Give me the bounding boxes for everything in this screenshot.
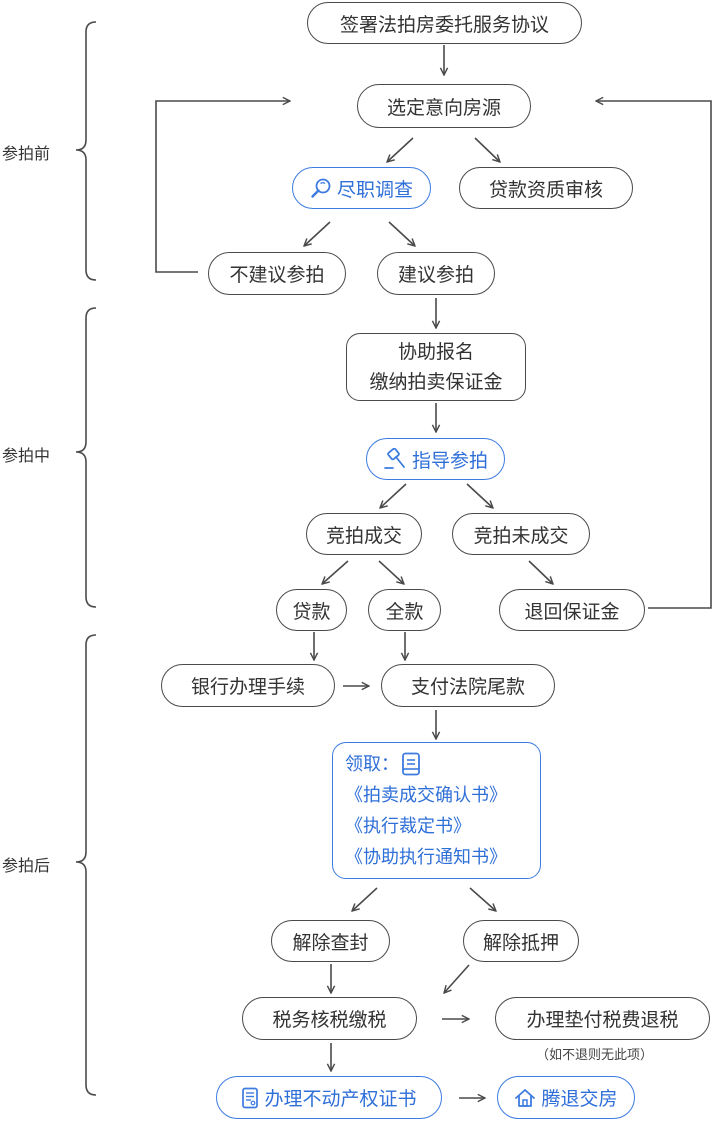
node-recommend: 建议参拍 bbox=[377, 252, 495, 295]
node-refund-deposit-label: 退回保证金 bbox=[524, 600, 620, 623]
node-unseal: 解除查封 bbox=[271, 920, 390, 962]
node-unseal-label: 解除查封 bbox=[292, 931, 369, 954]
node-not-recommend: 不建议参拍 bbox=[208, 252, 346, 295]
phase-label-after: 参拍后 bbox=[2, 856, 51, 875]
node-register-line2: 缴纳拍卖保证金 bbox=[369, 371, 503, 393]
node-bank-procedures: 银行办理手续 bbox=[161, 664, 335, 707]
bracket-before bbox=[75, 21, 97, 281]
node-unmortgage-label: 解除抵押 bbox=[482, 931, 559, 954]
node-recommend-label: 建议参拍 bbox=[397, 264, 474, 286]
node-move-out-label: 腾退交房 bbox=[541, 1088, 618, 1110]
node-full-payment-label: 全款 bbox=[385, 600, 424, 623]
node-pay-balance-label: 支付法院尾款 bbox=[410, 676, 525, 698]
node-not-recommend-label: 不建议参拍 bbox=[229, 264, 325, 286]
collect-doc-2: 《执行裁定书》 bbox=[345, 815, 471, 837]
node-bank-procedures-label: 银行办理手续 bbox=[190, 676, 305, 698]
house-icon bbox=[514, 1087, 536, 1109]
node-loan-review-label: 贷款资质审核 bbox=[488, 178, 603, 201]
phase-label-during: 参拍中 bbox=[2, 446, 51, 465]
document-icon bbox=[401, 752, 421, 776]
node-select-property-label: 选定意向房源 bbox=[386, 96, 501, 119]
advance-tax-note: （如不退则无此项） bbox=[536, 1048, 654, 1063]
node-collect-documents: 领取： 《拍卖成交确认书》 《执行裁定书》 《协助执行通知书》 bbox=[332, 742, 541, 879]
node-register-line1: 协助报名 bbox=[397, 341, 474, 363]
magnifier-icon bbox=[310, 177, 332, 199]
node-due-diligence: 尽职调查 bbox=[292, 167, 431, 209]
node-refund-deposit: 退回保证金 bbox=[499, 589, 645, 631]
node-pay-balance: 支付法院尾款 bbox=[381, 664, 555, 707]
certificate-icon bbox=[241, 1087, 259, 1109]
node-sign-agreement-label: 签署法拍房委托服务协议 bbox=[339, 13, 549, 36]
node-tax-label: 税务核税缴税 bbox=[272, 1009, 387, 1031]
node-due-diligence-label: 尽职调查 bbox=[336, 178, 413, 201]
node-loan-label: 贷款 bbox=[292, 600, 331, 623]
node-advance-tax-refund: 办理垫付税费退税 bbox=[495, 997, 710, 1040]
bracket-after bbox=[75, 634, 97, 1096]
node-full-payment: 全款 bbox=[368, 589, 441, 631]
node-select-property: 选定意向房源 bbox=[357, 84, 531, 128]
node-no-deal-label: 竞拍未成交 bbox=[473, 524, 569, 547]
node-guide-bidding: 指导参拍 bbox=[366, 438, 505, 480]
node-register-deposit: 协助报名 缴纳拍卖保证金 bbox=[346, 333, 526, 401]
node-unmortgage: 解除抵押 bbox=[463, 920, 579, 962]
gavel-icon bbox=[383, 448, 407, 470]
node-deal-label: 竞拍成交 bbox=[325, 524, 402, 547]
node-property-certificate: 办理不动产权证书 bbox=[216, 1076, 442, 1119]
collect-doc-1: 《拍卖成交确认书》 bbox=[345, 784, 507, 806]
node-sign-agreement: 签署法拍房委托服务协议 bbox=[307, 2, 582, 44]
phase-label-before: 参拍前 bbox=[2, 144, 51, 163]
node-move-out: 腾退交房 bbox=[497, 1076, 635, 1119]
node-deal: 竞拍成交 bbox=[306, 513, 422, 555]
node-loan-review: 贷款资质审核 bbox=[459, 167, 633, 209]
collect-title-row: 领取： bbox=[345, 749, 421, 780]
node-advance-tax-refund-label: 办理垫付税费退税 bbox=[526, 1009, 679, 1031]
node-guide-bidding-label: 指导参拍 bbox=[411, 449, 488, 472]
node-loan: 贷款 bbox=[276, 589, 347, 631]
node-property-certificate-label: 办理不动产权证书 bbox=[264, 1088, 417, 1110]
collect-title: 领取： bbox=[345, 753, 399, 775]
collect-doc-3: 《协助执行通知书》 bbox=[345, 846, 507, 868]
node-tax: 税务核税缴税 bbox=[242, 997, 417, 1040]
bracket-during bbox=[75, 307, 97, 608]
node-no-deal: 竞拍未成交 bbox=[452, 513, 590, 555]
